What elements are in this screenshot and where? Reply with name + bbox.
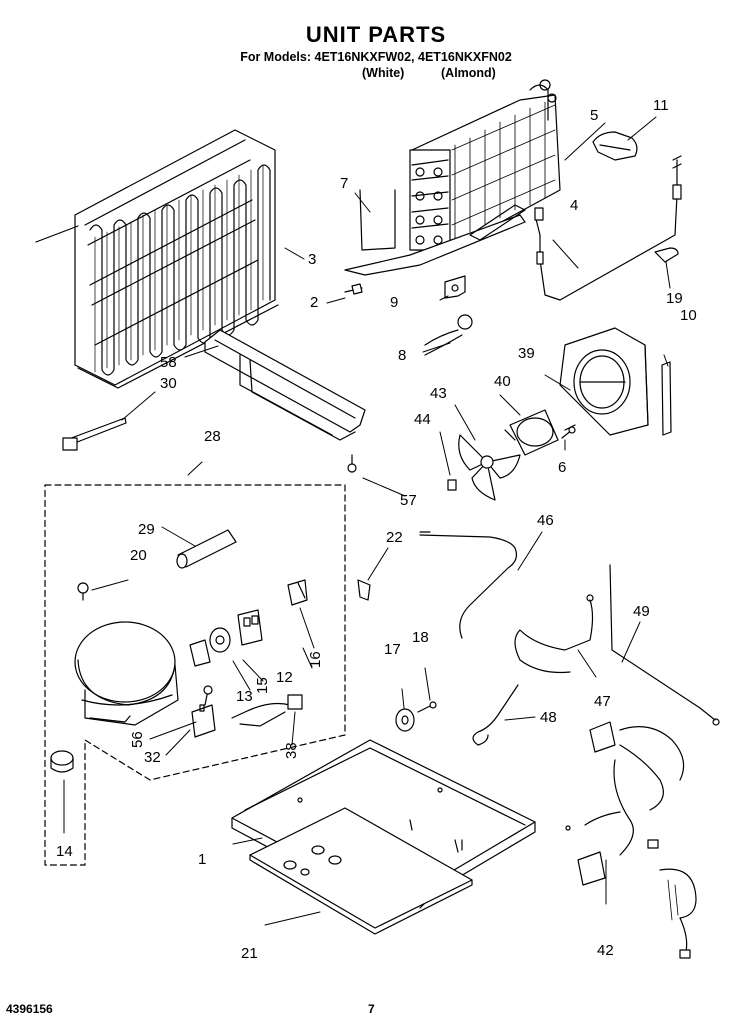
callout-12: 12 [276, 669, 293, 686]
fan-shroud-39 [559, 327, 649, 436]
callout-9: 9 [390, 294, 398, 311]
callout-5: 5 [590, 107, 598, 124]
callout-20: 20 [130, 547, 147, 564]
callout-4: 4 [570, 197, 578, 214]
tube-47 [514, 594, 594, 674]
grommet-14 [50, 750, 74, 773]
fan-blade-43 [458, 434, 521, 501]
callout-14: 14 [56, 843, 73, 860]
callout-43: 43 [430, 385, 447, 402]
callout-48: 48 [540, 709, 557, 726]
callout-10: 10 [680, 307, 697, 324]
roller-17 [395, 708, 415, 732]
screw-6 [561, 426, 576, 439]
insulation-pad-21 [249, 807, 473, 935]
callout-18: 18 [412, 629, 429, 646]
clip-22 [357, 579, 371, 601]
compressor [74, 621, 179, 726]
callout-28: 28 [204, 428, 221, 445]
callout-21: 21 [241, 945, 258, 962]
callout-49: 49 [633, 603, 650, 620]
callout-40: 40 [494, 373, 511, 390]
callout-2: 2 [310, 294, 318, 311]
callout-44: 44 [414, 411, 431, 428]
callout-30: 30 [160, 375, 177, 392]
cover-15 [209, 627, 231, 653]
callout-38: 38 [283, 742, 300, 759]
callout-19: 19 [666, 290, 683, 307]
callout-29: 29 [138, 521, 155, 538]
callout-47: 47 [594, 693, 611, 710]
callout-32: 32 [144, 749, 161, 766]
dryer-29 [176, 529, 237, 569]
screw-56 [203, 685, 213, 706]
screw-20 [77, 582, 89, 601]
callout-57: 57 [400, 492, 417, 509]
callout-1: 1 [198, 851, 206, 868]
page-number: 7 [368, 1002, 375, 1016]
callout-15: 15 [254, 677, 271, 694]
evaporator-assembly [344, 79, 561, 276]
bracket-16 [287, 579, 308, 606]
screw-57 [347, 454, 357, 473]
clip-44 [447, 479, 457, 491]
document-number: 4396156 [6, 1002, 53, 1016]
callout-7: 7 [340, 175, 348, 192]
callout-56: 56 [129, 731, 146, 748]
capacitor-32 [191, 704, 216, 738]
condenser-coil [35, 129, 279, 389]
compressor-group-28 [44, 484, 346, 866]
tube-46 [419, 531, 518, 639]
cable-tie-30 [62, 417, 127, 451]
callout-58: 58 [160, 354, 177, 371]
callout-17: 17 [384, 641, 401, 658]
callout-13: 13 [236, 688, 253, 705]
screw-2 [344, 283, 363, 295]
tube-48 [472, 684, 519, 746]
fan-motor-40 [504, 409, 576, 456]
callout-8: 8 [398, 347, 406, 364]
page-title: UNIT PARTS [305, 22, 447, 47]
callout-11: 11 [653, 97, 669, 114]
tube-49 [609, 564, 720, 726]
bracket-9 [444, 275, 466, 299]
wire-harness-4 [534, 155, 682, 301]
drain-pan-58 [204, 329, 366, 441]
callout-42: 42 [597, 942, 614, 959]
callout-39: 39 [518, 345, 535, 362]
overload-13 [189, 639, 211, 667]
callout-22: 22 [386, 529, 403, 546]
power-cord-38 [231, 694, 303, 727]
callout-3: 3 [308, 251, 316, 268]
models-line: For Models: 4ET16NKXFW02, 4ET16NKXFN02 [240, 50, 512, 64]
defrost-thermostat-cap-11 [592, 131, 638, 161]
finish-white-label: (White) [362, 66, 405, 80]
callout-6: 6 [558, 459, 566, 476]
wire-harness-42 [565, 721, 697, 959]
callout-numbers: 1 2 3 4 5 6 7 8 9 10 11 12 13 14 15 16 1… [56, 97, 697, 962]
gasket-strip-10 [661, 361, 672, 436]
callout-16: 16 [307, 651, 324, 668]
screw-18 [417, 701, 437, 713]
clip-19 [654, 247, 679, 263]
leader-lines [63, 116, 671, 926]
finish-almond-label: (Almond) [441, 66, 496, 80]
callout-46: 46 [537, 512, 554, 529]
relay-12 [237, 609, 263, 646]
